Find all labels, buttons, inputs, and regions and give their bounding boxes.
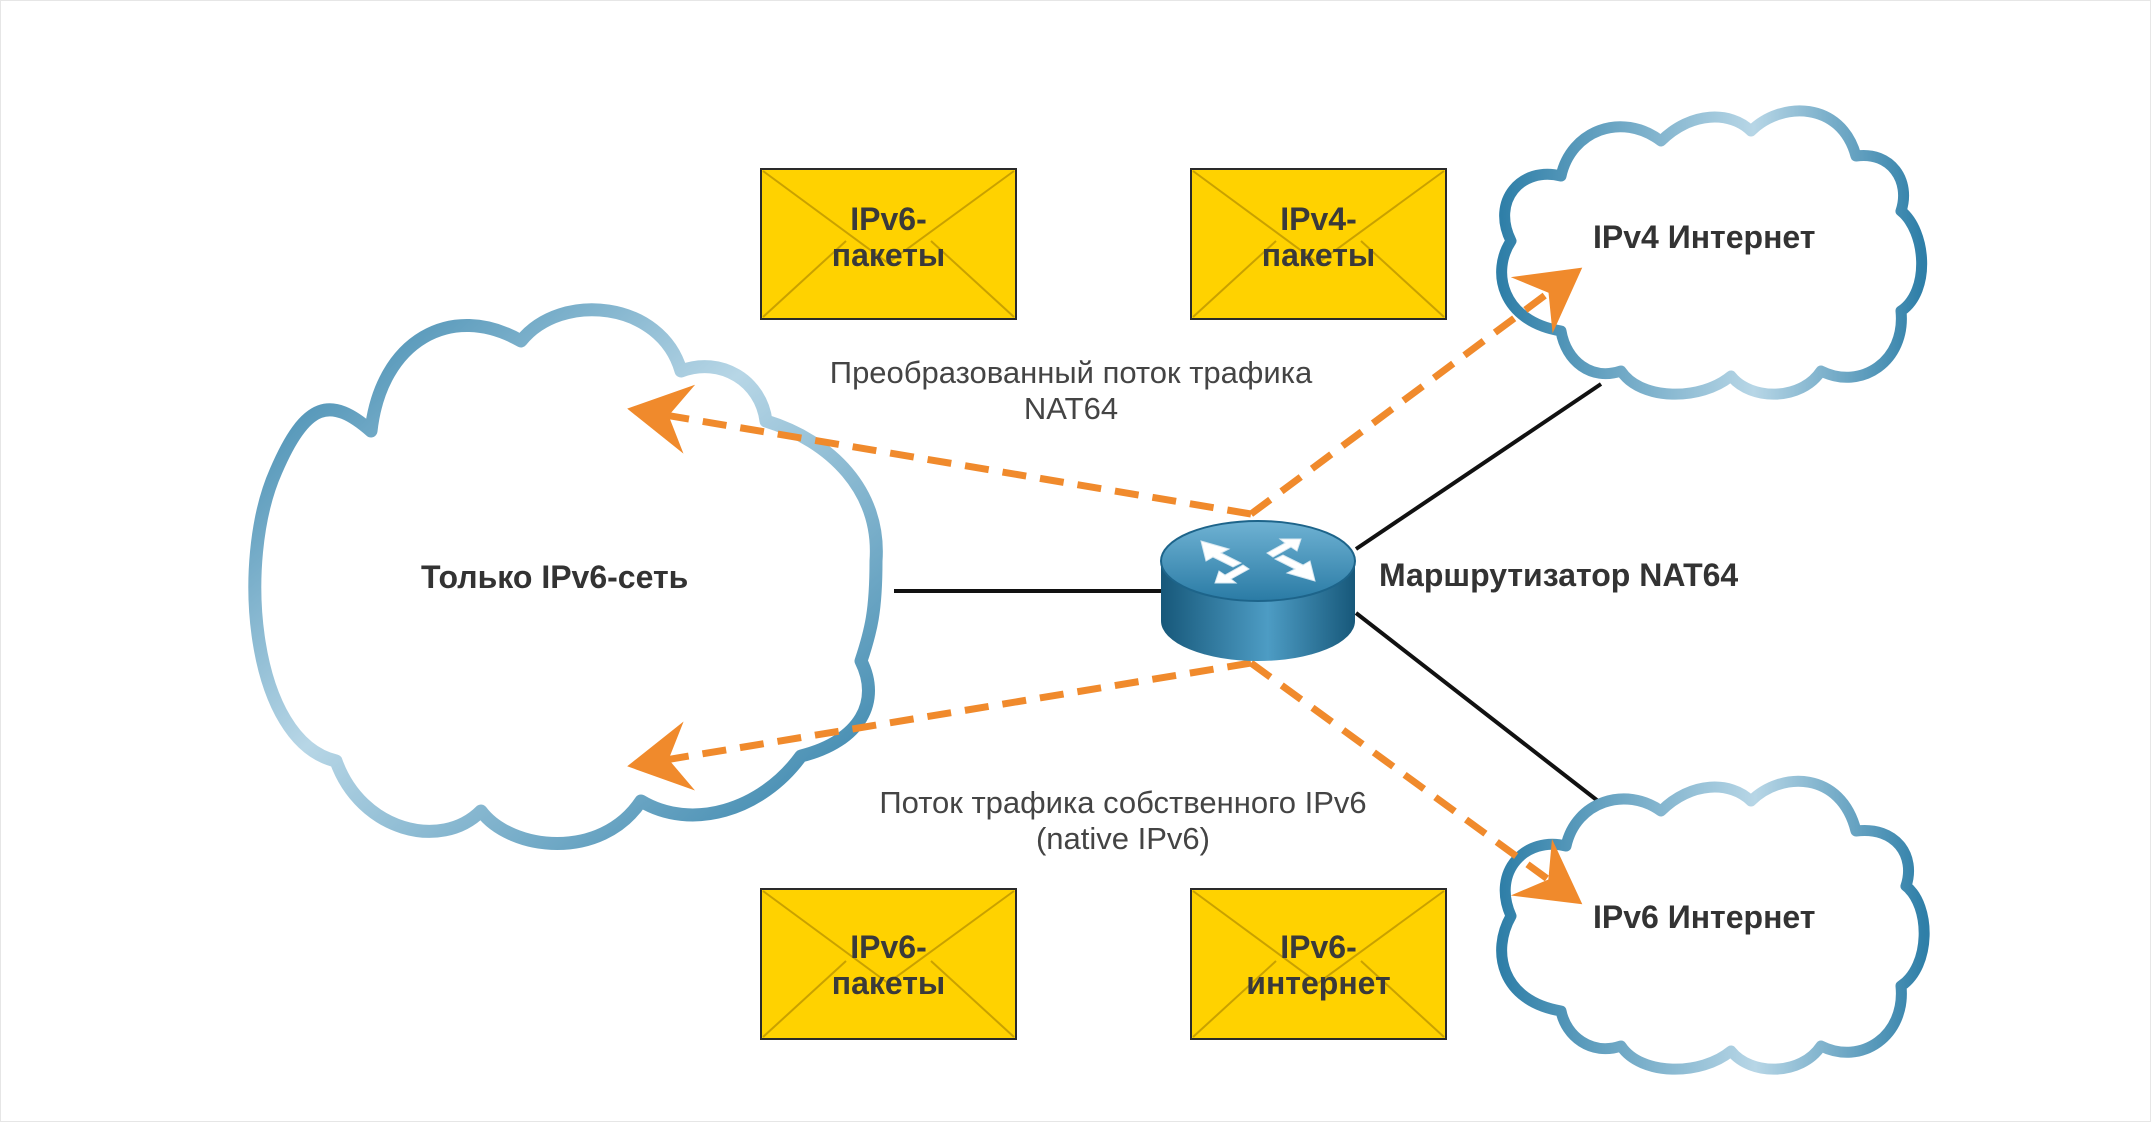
ipv6-internet-label: IPv6 Интернет <box>1593 899 1816 935</box>
envelope-text-3: IPv6- интернет <box>1191 929 1446 1001</box>
envelope-text-2-line2: пакеты <box>831 965 946 1001</box>
native-flow-label: Поток трафика собственного IPv6 (native … <box>853 785 1393 857</box>
envelope-text-0: IPv6- пакеты <box>761 201 1016 273</box>
translated-flow-line1: Преобразованный поток трафика <box>829 355 1313 390</box>
arrow-native-to-ipv6-internet <box>1248 660 1583 905</box>
envelope-ipv6-packets-bottom <box>760 888 1017 1040</box>
link-router-ipv4-internet <box>1354 382 1603 551</box>
envelope-text-1: IPv4- пакеты <box>1191 201 1446 273</box>
envelope-text-0-line1: IPv6- <box>850 201 927 237</box>
native-flow-line2: (native IPv6) <box>1035 821 1210 856</box>
arrow-translated-to-ipv4-internet <box>1248 267 1583 517</box>
envelope-text-2-line1: IPv6- <box>850 929 927 965</box>
flow-arrows <box>627 267 1583 905</box>
link-router-ipv6-internet <box>1354 611 1600 803</box>
cloud-ipv6-only-network <box>248 303 883 850</box>
envelope-text-0-line2: пакеты <box>831 237 946 273</box>
envelope-ipv4-packets-top <box>1190 168 1447 320</box>
router-icon[interactable] <box>1160 520 1356 661</box>
envelope-text-2: IPv6- пакеты <box>761 929 1016 1001</box>
envelope-text-3-line1: IPv6- <box>1280 929 1357 965</box>
envelope-ipv6-packets-top <box>760 168 1017 320</box>
native-flow-line1: Поток трафика собственного IPv6 <box>879 785 1367 820</box>
ipv6-only-network-label: Только IPv6-сеть <box>421 559 689 595</box>
arrow-native-to-ipv6-network <box>627 659 1252 791</box>
envelope-ipv6-internet-bottom <box>1190 888 1447 1040</box>
ipv4-internet-label: IPv4 Интернет <box>1593 219 1816 255</box>
arrow-translated-to-ipv6-network <box>627 384 1252 518</box>
envelope-text-3-line2: интернет <box>1246 965 1391 1001</box>
envelope-text-1-line1: IPv4- <box>1280 201 1357 237</box>
router-label: Маршрутизатор NAT64 <box>1379 557 1739 593</box>
envelope-text-1-line2: пакеты <box>1261 237 1376 273</box>
cloud-ipv4-internet <box>1496 105 1928 400</box>
translated-flow-label: Преобразованный поток трафика NAT64 <box>801 355 1341 427</box>
translated-flow-line2: NAT64 <box>1023 391 1119 426</box>
